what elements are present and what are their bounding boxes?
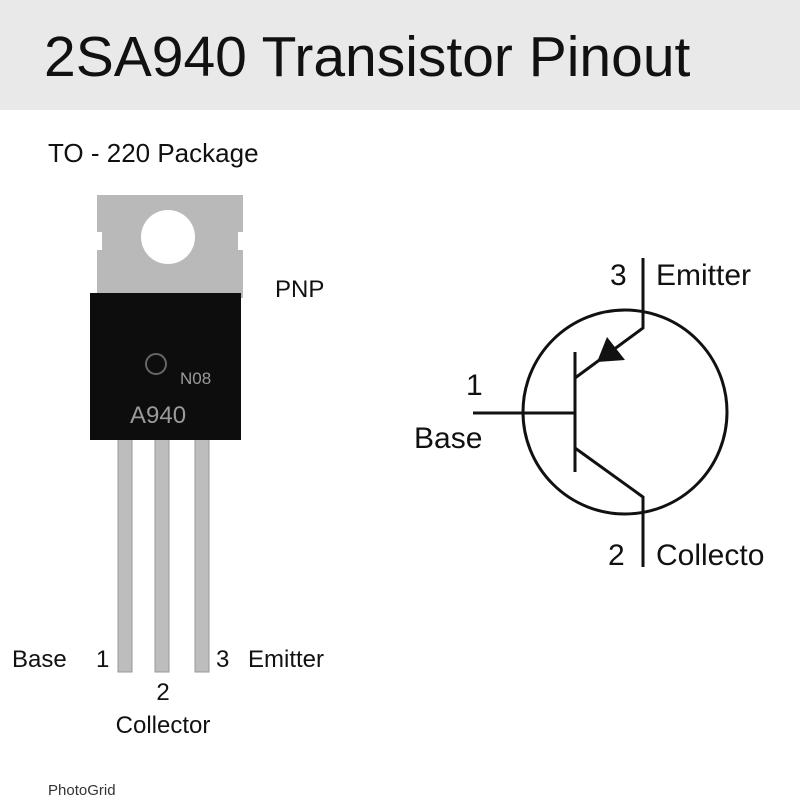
package-label: TO - 220 Package: [48, 138, 259, 168]
sym-base-num: 1: [466, 369, 483, 402]
to220-package: N08 A940: [90, 195, 243, 673]
sym-emitter-num: 3: [610, 259, 627, 292]
pnp-symbol: [473, 258, 729, 567]
pkg-base-num: 1: [96, 646, 109, 673]
lead-base: [117, 435, 133, 673]
pkg-collector-name: Collector: [116, 712, 211, 739]
marking-code: N08: [180, 369, 211, 388]
logo-mark: [145, 353, 167, 375]
watermark: PhotoGrid: [48, 782, 116, 799]
page-title: 2SA940 Transistor Pinout: [44, 25, 691, 89]
pkg-collector-num: 2: [156, 679, 169, 706]
sym-collector-name: Collecto: [656, 539, 764, 572]
pkg-base-name: Base: [12, 646, 67, 673]
lead-collector: [154, 435, 170, 673]
pkg-emitter-num: 3: [216, 646, 229, 673]
marking-part: A940: [130, 402, 186, 429]
collector-line: [574, 446, 645, 567]
type-label: PNP: [275, 276, 324, 303]
lead-emitter: [194, 435, 210, 673]
emitter-arrow-icon: [597, 337, 625, 362]
sym-base-name: Base: [414, 422, 482, 455]
sym-emitter-name: Emitter: [656, 259, 751, 292]
pkg-emitter-name: Emitter: [248, 646, 324, 673]
sym-collector-num: 2: [608, 539, 625, 572]
mounting-hole: [141, 210, 195, 264]
header-band: [0, 0, 800, 110]
